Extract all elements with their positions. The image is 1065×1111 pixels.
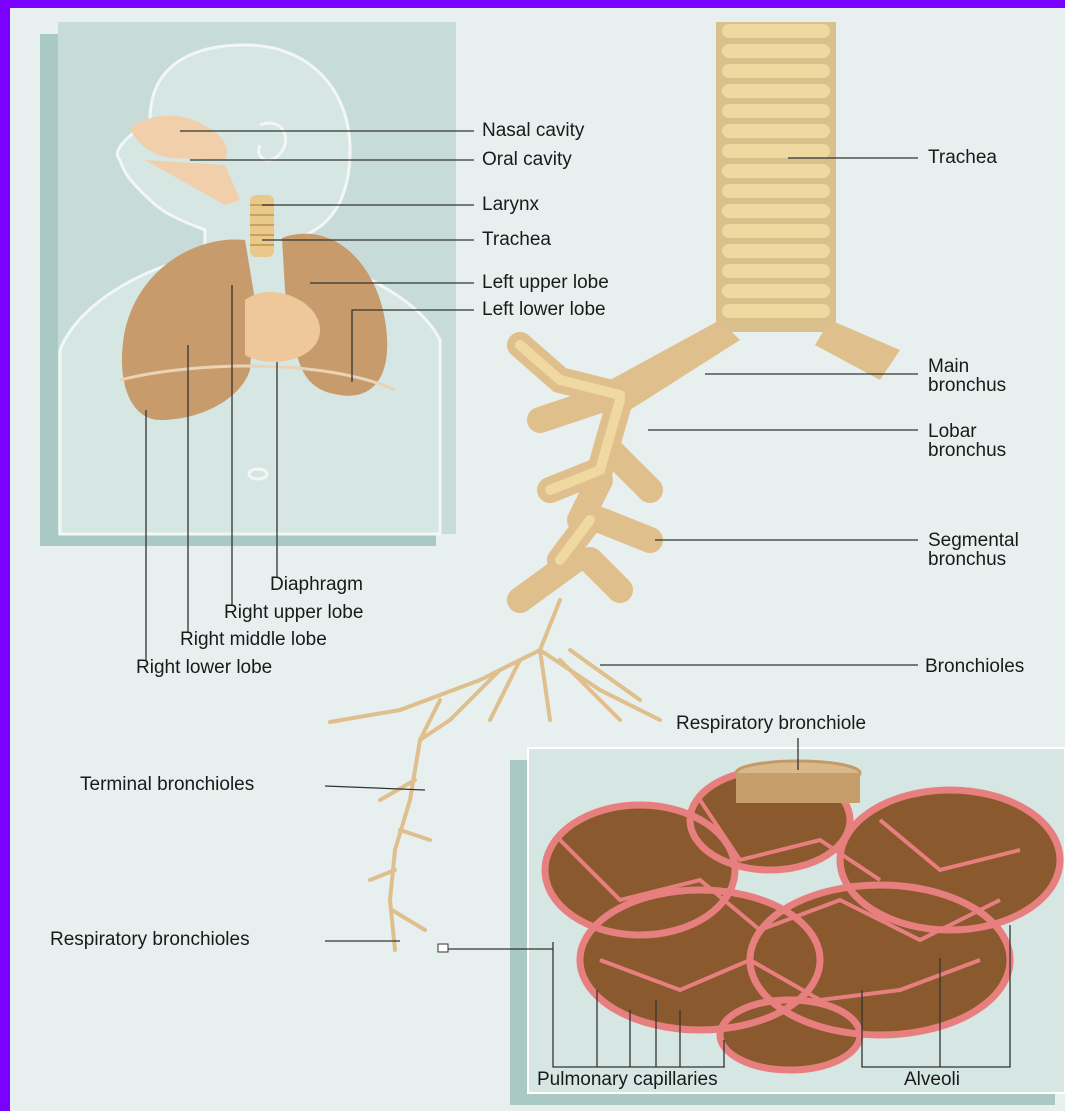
label-oral-cavity: Oral cavity xyxy=(482,150,572,170)
label-pulmonary-capillaries: Pulmonary capillaries xyxy=(537,1070,718,1090)
label-left-upper-lobe: Left upper lobe xyxy=(482,273,609,293)
label-left-lower-lobe: Left lower lobe xyxy=(482,300,606,320)
label-right-middle-lobe: Right middle lobe xyxy=(180,630,327,650)
alveoli-panel xyxy=(510,748,1065,1105)
label-main-bronchus-line2: bronchus xyxy=(928,375,1006,396)
label-respiratory-bronchiole: Respiratory bronchiole xyxy=(676,714,866,734)
label-trachea-small: Trachea xyxy=(482,230,551,250)
label-main-bronchus-line1: Main xyxy=(928,356,969,377)
label-trachea: Trachea xyxy=(928,148,997,168)
label-lobar-bronchus-line2: bronchus xyxy=(928,440,1006,461)
label-nasal-cavity: Nasal cavity xyxy=(482,121,584,141)
label-segmental-bronchus-line2: bronchus xyxy=(928,549,1006,570)
label-alveoli: Alveoli xyxy=(904,1070,960,1090)
label-segmental-bronchus-line1: Segmental xyxy=(928,530,1019,551)
label-respiratory-bronchioles: Respiratory bronchioles xyxy=(50,930,250,950)
body-panel xyxy=(40,22,456,546)
label-bronchioles: Bronchioles xyxy=(925,657,1024,677)
label-terminal-bronchioles: Terminal bronchioles xyxy=(80,775,254,795)
label-right-lower-lobe: Right lower lobe xyxy=(136,658,272,678)
label-lobar-bronchus-line1: Lobar xyxy=(928,421,977,442)
label-larynx: Larynx xyxy=(482,195,539,215)
label-diaphragm: Diaphragm xyxy=(270,575,363,595)
label-right-upper-lobe: Right upper lobe xyxy=(224,603,363,623)
